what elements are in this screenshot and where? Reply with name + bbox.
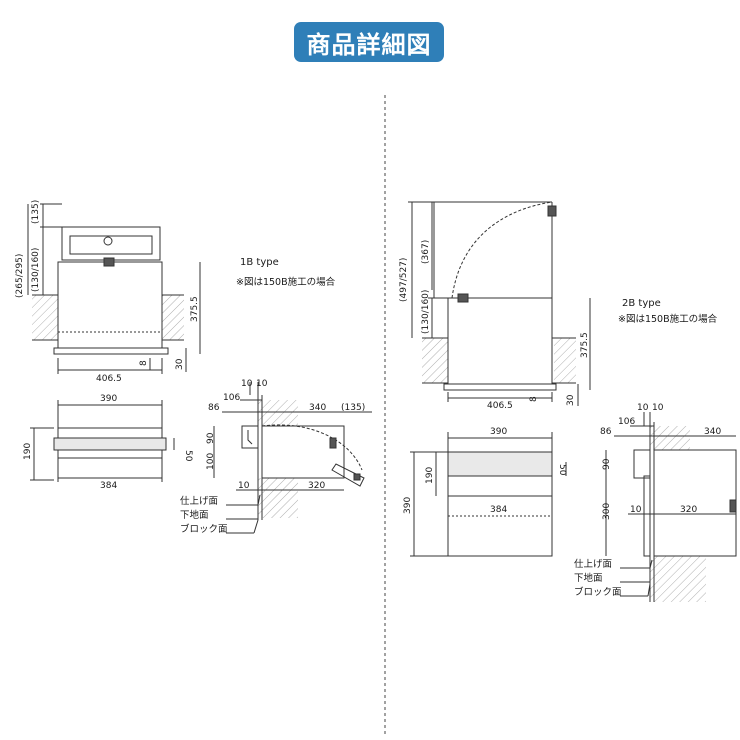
dim-10c-2b: 10 xyxy=(630,505,642,515)
side-section-1b xyxy=(213,382,372,520)
dim-50-2b: 50 xyxy=(557,464,567,476)
dim-8-2b: 8 xyxy=(529,396,539,402)
dim-135: (135) xyxy=(31,200,41,224)
type-label-1b: 1B type xyxy=(240,257,279,268)
dim-390-2b: 390 xyxy=(490,427,507,437)
dim-10c: 10 xyxy=(238,481,250,491)
mailbox-body xyxy=(57,261,163,349)
dim-300-2b: 300 xyxy=(602,503,612,520)
dim-10b: 10 xyxy=(256,379,268,389)
dim-86-2b: 86 xyxy=(600,427,612,437)
dim-320: 320 xyxy=(308,481,325,491)
base-plate xyxy=(53,347,169,355)
type-label-2b: 2B type xyxy=(622,298,661,309)
page-title: 商品詳細図 xyxy=(294,22,444,62)
dim-100: 100 xyxy=(206,453,216,470)
dim-8: 8 xyxy=(139,360,149,366)
leader-lines-2b xyxy=(620,559,653,597)
front-view-1b xyxy=(27,203,201,374)
wall-hatch-left xyxy=(32,295,58,340)
label-finish-2b: 仕上げ面 xyxy=(574,558,612,570)
dim-190: 190 xyxy=(23,443,33,460)
dim-497-527: (497/527) xyxy=(399,258,409,302)
dim-10a-2b: 10 xyxy=(637,403,649,413)
dim-30: 30 xyxy=(175,358,185,370)
mailbox-body-2b xyxy=(447,297,553,385)
dim-390v-2b: 390 xyxy=(403,497,413,514)
label-finish-1b: 仕上げ面 xyxy=(180,495,218,507)
dim-106: 106 xyxy=(223,393,240,403)
dim-340-2b: 340 xyxy=(704,427,721,437)
front-view-2b xyxy=(408,201,591,406)
note-2b: ※図は150B施工の場合 xyxy=(618,313,718,325)
note-1b: ※図は150B施工の場合 xyxy=(236,276,336,288)
plan-view-1b xyxy=(30,400,175,482)
dim-106-2b: 106 xyxy=(618,417,635,427)
dim-406: 406.5 xyxy=(96,374,122,384)
dim-30-2b: 30 xyxy=(566,394,576,406)
dim-90-2b: 90 xyxy=(602,458,612,470)
dim-340: 340 xyxy=(309,403,326,413)
dim-135b: (135) xyxy=(341,403,365,413)
plan-view-2b xyxy=(410,432,567,557)
dim-10a: 10 xyxy=(241,379,253,389)
dim-367: (367) xyxy=(421,240,431,264)
label-base-2b: 下地面 xyxy=(574,572,603,584)
dim-390: 390 xyxy=(100,394,117,404)
dim-384-2b: 384 xyxy=(490,505,507,515)
label-block-1b: ブロック面 xyxy=(180,523,228,535)
wall-hatch-right xyxy=(162,295,184,340)
dim-320-2b: 320 xyxy=(680,505,697,515)
dim-190-2b: 190 xyxy=(425,467,435,484)
leader-lines-1b xyxy=(226,494,261,534)
side-section-2b xyxy=(605,412,737,602)
dim-86: 86 xyxy=(208,403,220,413)
dim-265-295: (265/295) xyxy=(15,254,25,298)
dim-406-2b: 406.5 xyxy=(487,401,513,411)
dim-90: 90 xyxy=(206,432,216,444)
dim-130-160: (130/160) xyxy=(31,248,41,292)
label-block-2b: ブロック面 xyxy=(574,586,622,598)
dim-130-160-2b: (130/160) xyxy=(421,290,431,334)
dim-375: 375.5 xyxy=(190,296,200,322)
dim-375-2b: 375.5 xyxy=(580,332,590,358)
dim-384: 384 xyxy=(100,481,117,491)
label-base-1b: 下地面 xyxy=(180,509,209,521)
dim-10b-2b: 10 xyxy=(652,403,664,413)
dim-50: 50 xyxy=(183,450,193,462)
